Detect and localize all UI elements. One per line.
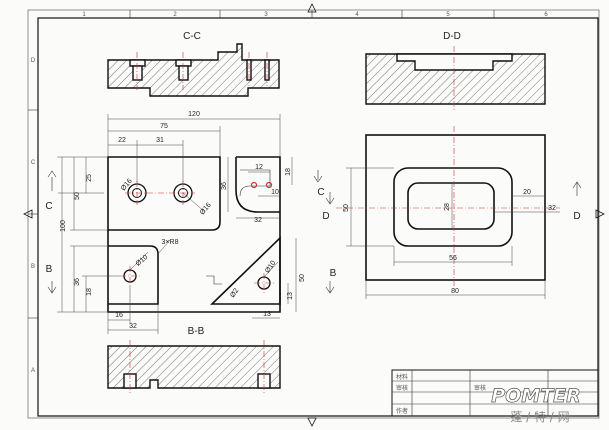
zone-label-top-4: 4 [355, 12, 359, 18]
dim-120: 120 [188, 111, 200, 118]
dim-top-80: 80 [451, 288, 459, 295]
title-block: 材料 审核 审核 作者 [391, 369, 599, 417]
view-title-cc: C-C [183, 31, 201, 42]
title-block-author: 作者 [396, 407, 408, 415]
dim-13: 13 [287, 292, 294, 300]
title-block-review: 审核 [396, 384, 408, 392]
dim-dia16-b: Ø16 [199, 202, 213, 217]
dim-36: 36 [74, 278, 81, 286]
view-title-dd: D-D [443, 31, 461, 42]
dim-16: 16 [115, 312, 123, 319]
watermark-brand: POMTER [491, 385, 581, 407]
dim-top-32: 32 [548, 205, 556, 212]
section-view-dd: D-D [365, 31, 546, 112]
zone-label-top-1: 1 [82, 12, 86, 18]
title-block-material: 材料 [396, 373, 408, 381]
top-view-dimensions: 50 28 20 32 56 80 [343, 189, 556, 295]
dim-25: 25 [86, 174, 93, 182]
front-view [47, 114, 335, 334]
zone-label-side-c: C [31, 160, 36, 166]
dim-dia10-b: Ø10 [264, 260, 277, 275]
cut-label-b-left: B [46, 264, 53, 275]
dim-50-right: 50 [299, 274, 306, 282]
dim-50: 50 [74, 192, 81, 200]
dim-32: 32 [129, 323, 137, 330]
dim-3xr8: 3×R8 [162, 239, 179, 246]
dim-22: 22 [118, 137, 126, 144]
zone-label-top-2: 2 [173, 12, 177, 18]
dim-dia10-a: Ø10 [135, 254, 150, 268]
dim-top-20: 20 [523, 189, 531, 196]
section-view-cc: C-C [107, 31, 280, 97]
zone-labels: 1 2 3 4 5 6 D C B A [31, 12, 549, 374]
top-view [325, 126, 582, 299]
dim-top-50: 50 [343, 204, 350, 212]
dim-10: 10 [271, 189, 279, 196]
zone-label-side-a: A [31, 368, 35, 374]
dim-12: 12 [255, 164, 263, 171]
zone-label-top-5: 5 [446, 12, 450, 18]
section-view-bb: B-B [107, 326, 281, 394]
zone-label-top-3: 3 [264, 12, 268, 18]
zone-label-top-6: 6 [544, 12, 548, 18]
watermark-sub: 蓬 / 特 / 网 [510, 409, 569, 424]
cut-label-d-right: D [573, 211, 580, 222]
zone-label-side-b: B [31, 264, 35, 270]
dim-32-right: 32 [254, 217, 262, 224]
dim-13-bottom: 13 [263, 311, 271, 318]
zone-label-side-d: D [31, 58, 36, 64]
dim-31: 31 [156, 137, 164, 144]
dim-top-56: 56 [449, 255, 457, 262]
dim-dia-small: Ø2 [229, 287, 240, 299]
dim-18-right: 18 [285, 168, 292, 176]
cut-label-c-left: C [45, 201, 52, 212]
cut-label-c-right: C [317, 187, 324, 198]
cut-label-d-left: D [322, 211, 329, 222]
cut-plane-labels: C C B B D D [45, 187, 580, 279]
watermark-logo: POMTER 蓬 / 特 / 网 [491, 385, 581, 424]
title-block-review-2: 审核 [474, 384, 486, 392]
cut-label-b-right: B [330, 268, 337, 279]
sheet-border [23, 3, 605, 427]
dim-36-right: 36 [221, 182, 228, 190]
view-title-bb: B-B [188, 326, 205, 337]
dim-top-28: 28 [444, 203, 451, 211]
dim-18: 18 [86, 288, 93, 296]
dim-100: 100 [60, 220, 67, 232]
dim-75: 75 [160, 123, 168, 130]
